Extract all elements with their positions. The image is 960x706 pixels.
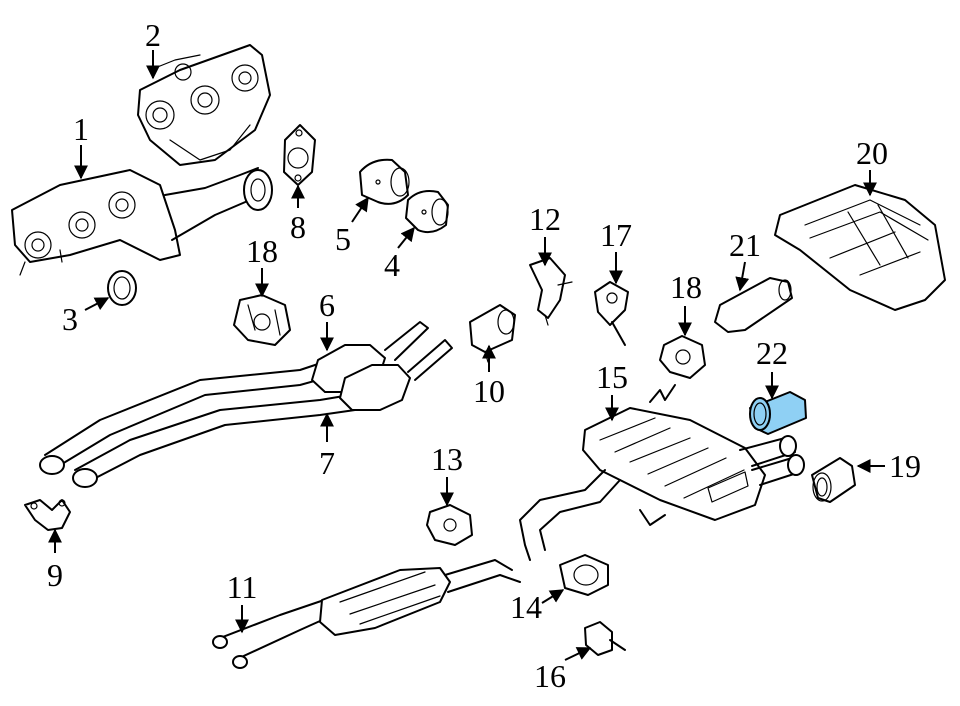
part-13-hanger	[426, 504, 473, 546]
leader-4	[397, 226, 415, 249]
callout-5: 5	[335, 221, 351, 257]
callout-14: 14	[510, 589, 542, 625]
part-1-exhaust-manifold	[11, 167, 273, 276]
part-18-hanger-right	[659, 335, 706, 379]
callout-18-left: 18	[246, 233, 278, 269]
leader-arrows	[48, 50, 885, 661]
part-12-bracket	[529, 257, 573, 326]
part-3-gasket	[107, 270, 137, 306]
part-16-bracket	[584, 621, 626, 656]
callout-19: 19	[889, 448, 921, 484]
callout-labels: 1 2 3 4 5 6 7 8 9 10 11 12 13 14 15 16 1…	[47, 17, 921, 694]
callout-12: 12	[529, 201, 561, 237]
part-6-7-front-pipes	[39, 321, 453, 488]
callout-3: 3	[62, 301, 78, 337]
callout-21: 21	[729, 227, 761, 263]
callout-18-right: 18	[670, 269, 702, 305]
leader-3	[84, 297, 110, 311]
callout-17: 17	[600, 217, 632, 253]
callout-13: 13	[431, 441, 463, 477]
part-2-exhaust-manifold	[137, 44, 271, 166]
callout-1: 1	[73, 111, 89, 147]
part-22-sleeve-highlighted	[749, 391, 807, 435]
part-18-hanger-left	[233, 294, 291, 346]
part-10-sensor	[469, 304, 516, 363]
callout-7: 7	[319, 445, 335, 481]
callout-6: 6	[319, 287, 335, 323]
leader-5	[351, 196, 369, 223]
part-4-cap	[405, 190, 449, 234]
callout-9: 9	[47, 557, 63, 593]
part-20-heat-shield	[774, 184, 946, 311]
part-11-center-pipe	[212, 559, 521, 669]
part-21-tail-tip	[714, 277, 793, 333]
part-14-clamp	[559, 554, 609, 596]
part-9-bracket	[24, 499, 71, 531]
part-8-flange-gasket	[283, 124, 316, 186]
callout-20: 20	[856, 135, 888, 171]
leader-16	[564, 647, 592, 661]
callout-15: 15	[596, 359, 628, 395]
callout-16: 16	[534, 658, 566, 694]
callout-2: 2	[145, 17, 161, 53]
callout-4: 4	[384, 247, 400, 283]
part-19-adapter	[811, 457, 856, 503]
part-5-cap	[359, 158, 410, 205]
leader-21	[735, 261, 750, 292]
callout-8: 8	[290, 209, 306, 245]
part-17-bracket	[594, 281, 629, 346]
callout-10: 10	[473, 373, 505, 409]
leader-14	[541, 589, 565, 604]
callout-11: 11	[227, 569, 258, 605]
part-15-rear-muffler	[519, 384, 805, 561]
callout-22: 22	[756, 335, 788, 371]
